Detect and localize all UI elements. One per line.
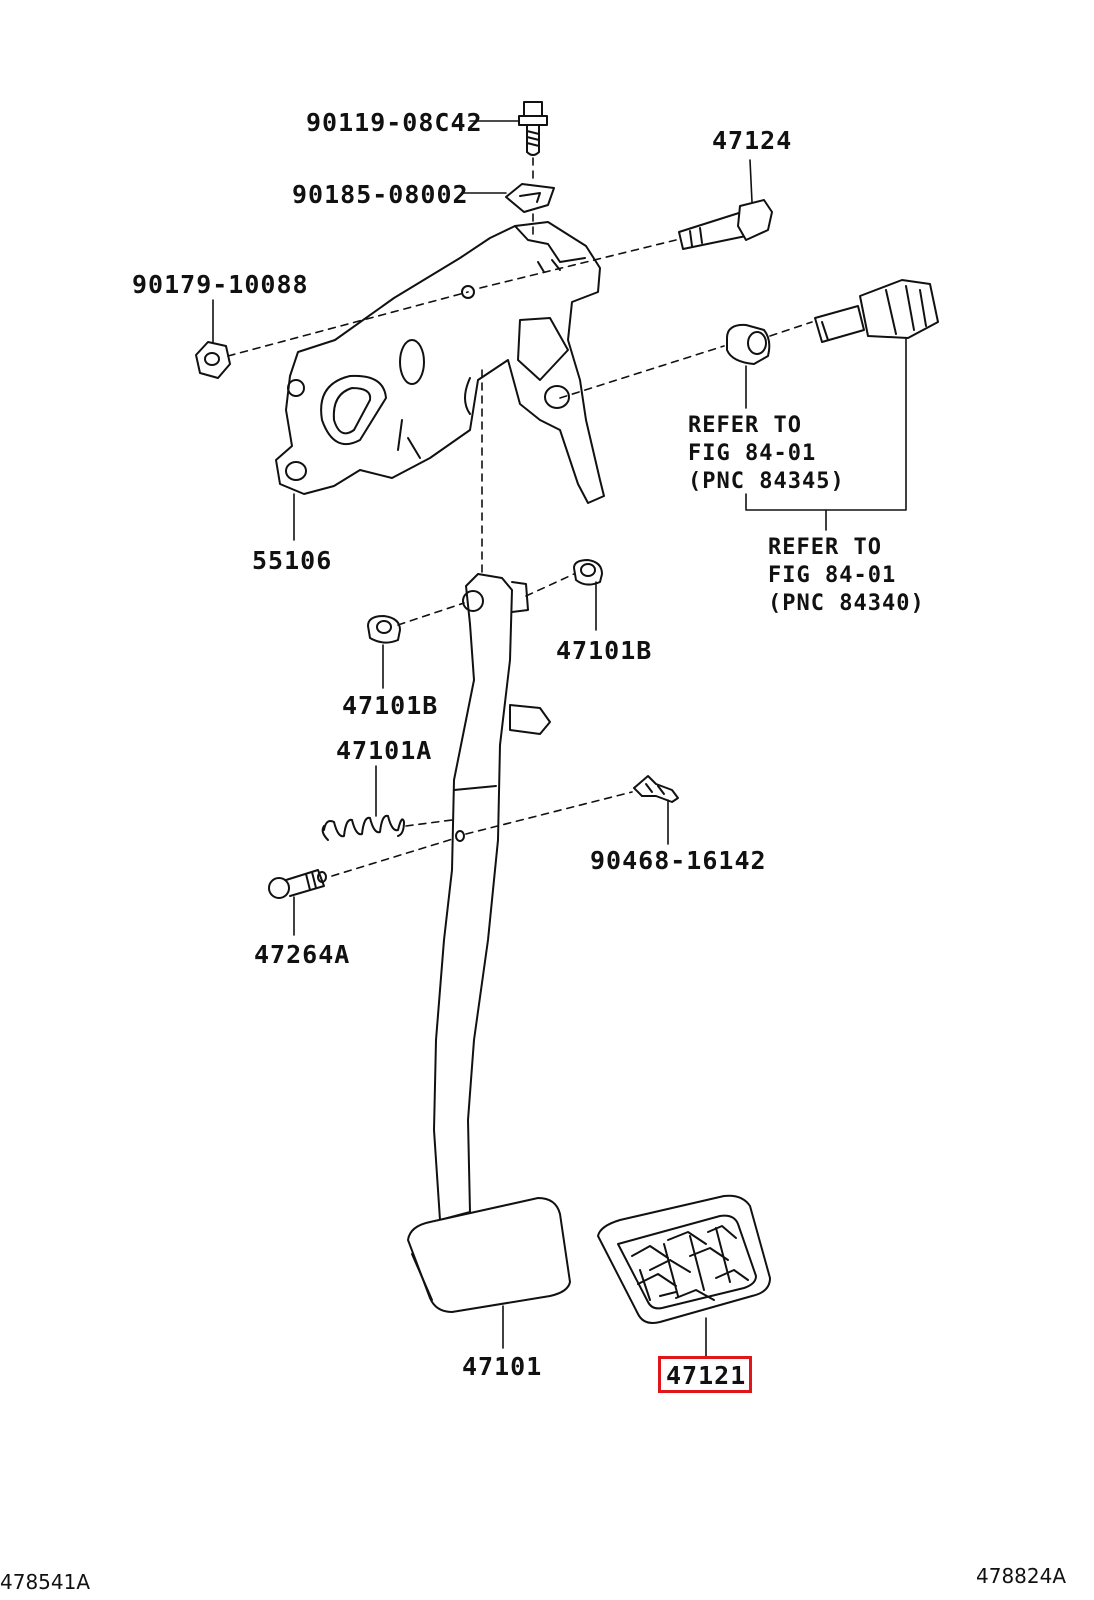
pedal-bracket [275,221,605,504]
callout-55106[interactable]: 55106 [252,546,333,575]
pedal-bushing-right [573,559,603,586]
callout-90185-08002[interactable]: 90185-08002 [292,180,469,209]
pedal-bushing-left [367,615,401,644]
callout-47264a[interactable]: 47264A [254,940,351,969]
clevis-pin [268,869,327,899]
callout-90119-08c42[interactable]: 90119-08C42 [306,108,483,137]
callout-47124[interactable]: 47124 [712,126,793,155]
pedal-pad [597,1194,771,1324]
callout-47101a[interactable]: 47101A [336,736,433,765]
assembly-lines [227,157,813,877]
illustration-code-right: 478824A [976,1564,1067,1588]
bushing [726,323,771,365]
hex-nut [195,341,231,379]
callout-47101b-right[interactable]: 47101B [556,636,653,665]
callout-90179-10088[interactable]: 90179-10088 [132,270,309,299]
retaining-clip [633,775,679,803]
callout-47101[interactable]: 47101 [462,1352,543,1381]
pivot-bolt [678,199,773,250]
reference-note-84345[interactable]: REFER TO FIG 84-01 (PNC 84345) [688,413,845,494]
leader-lines [212,120,907,1357]
callout-90468-16142[interactable]: 90468-16142 [590,846,767,875]
illustration-code-left: 478541A [0,1570,91,1594]
bolt-top [518,101,548,156]
callout-47101b-left[interactable]: 47101B [342,691,439,720]
callout-47121-highlighted[interactable]: 47121 [658,1356,753,1393]
stop-light-switch [814,279,939,343]
brake-pedal-arm [407,573,571,1313]
reference-note-84340[interactable]: REFER TO FIG 84-01 (PNC 84340) [768,535,925,616]
return-spring [321,814,405,841]
nut-plate [505,183,555,213]
